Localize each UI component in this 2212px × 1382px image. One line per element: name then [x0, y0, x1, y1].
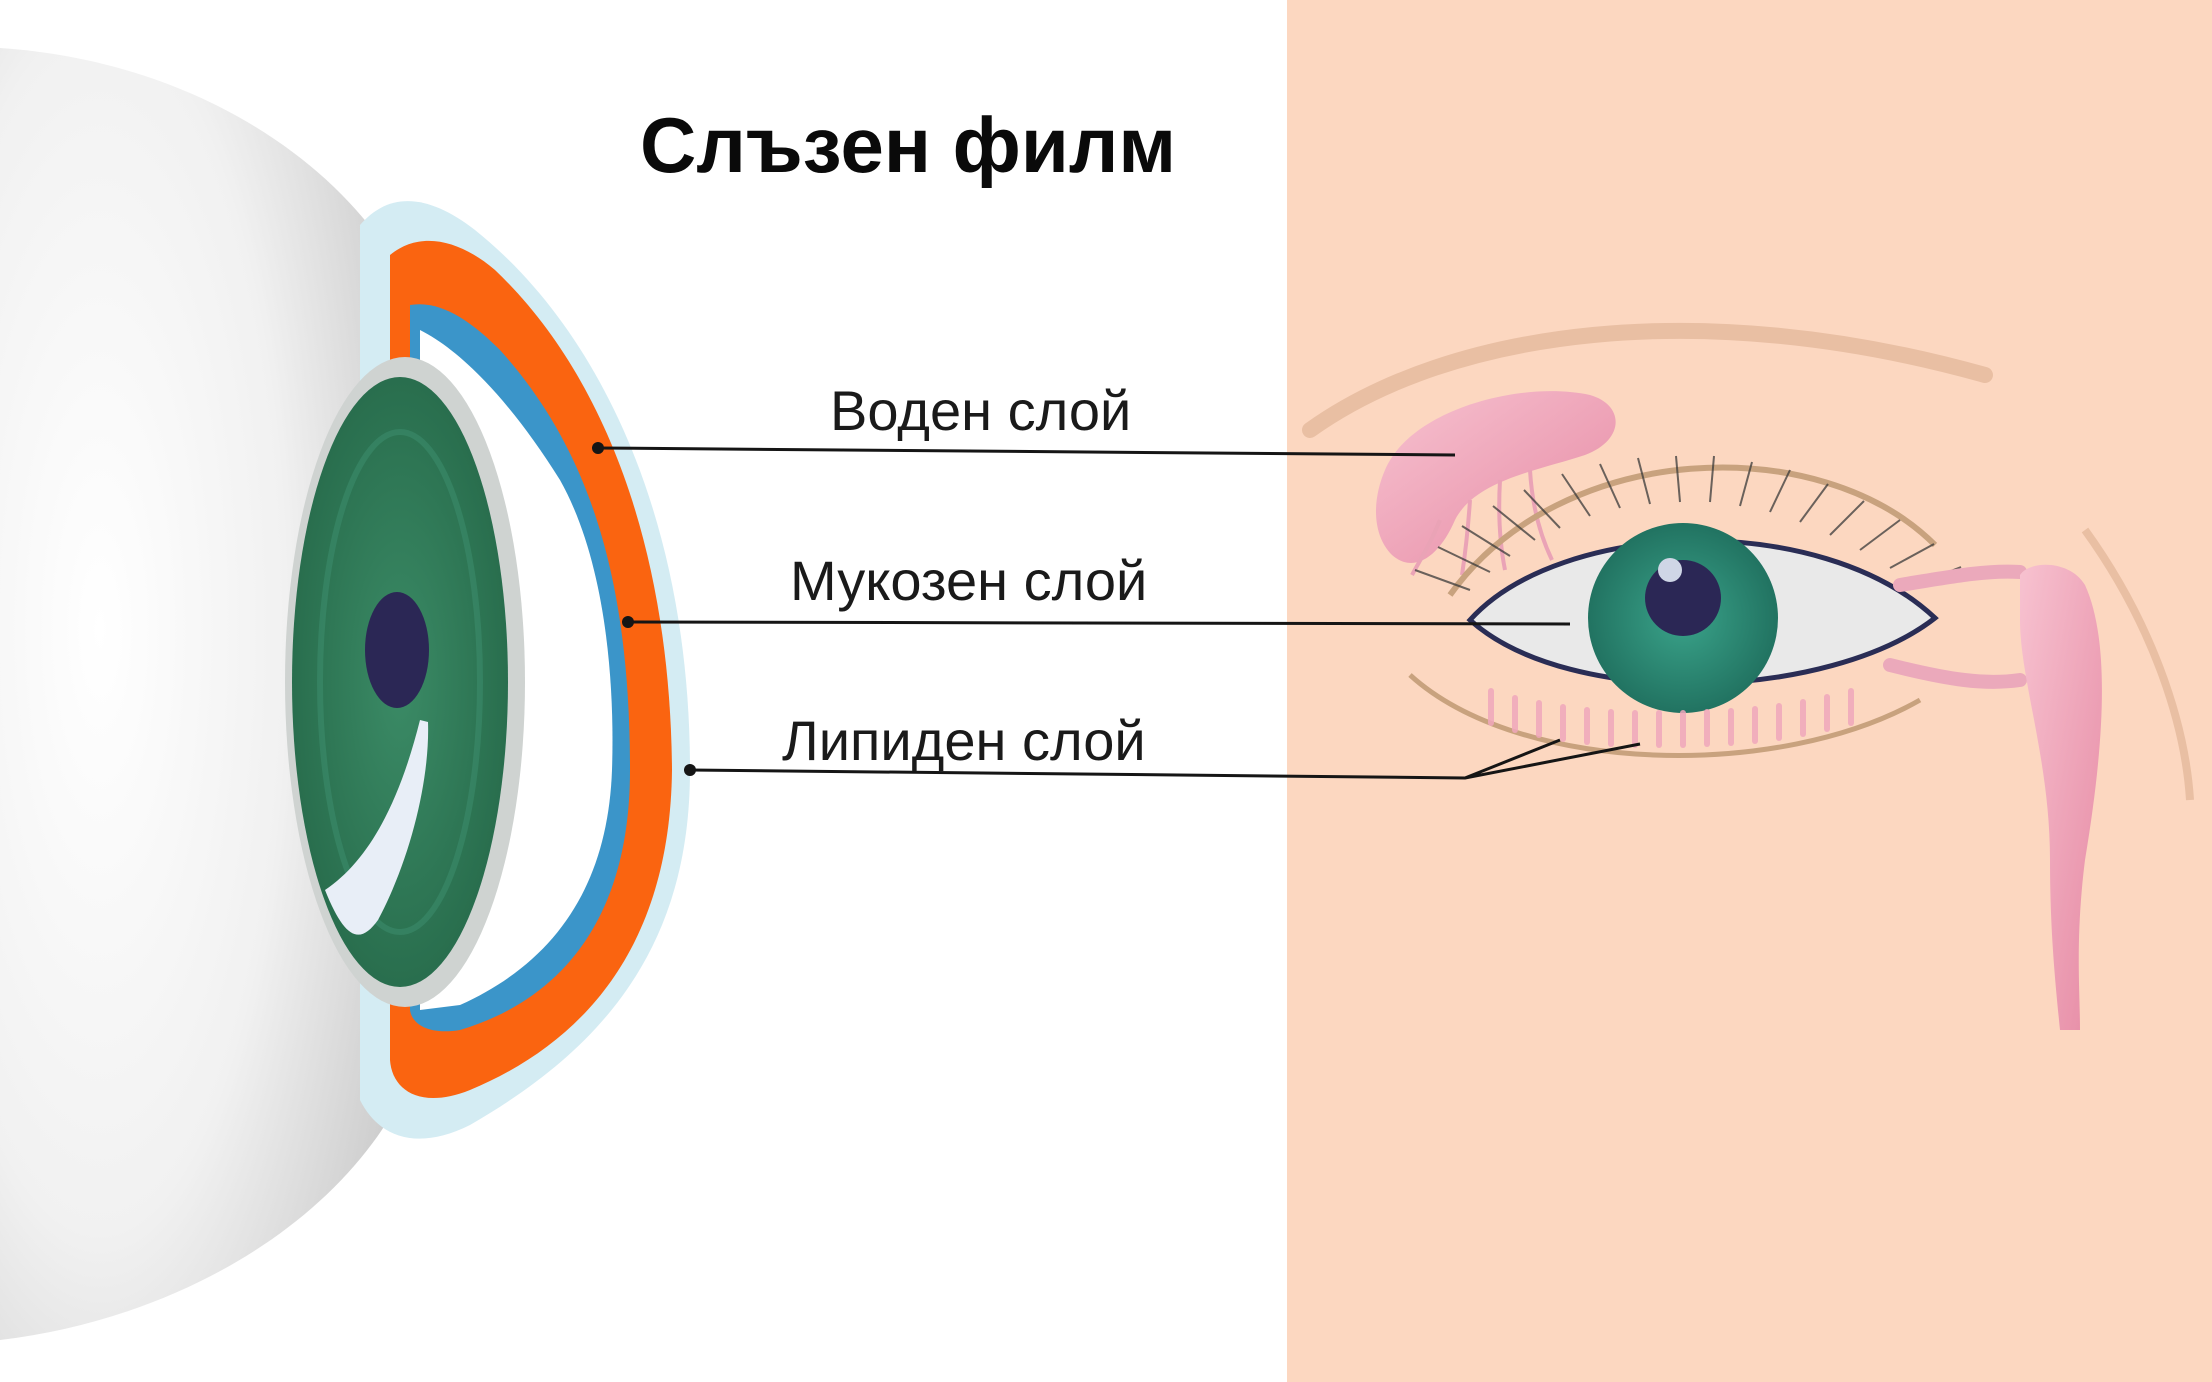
- leader-lines: [597, 446, 1641, 780]
- eyebrow: [1302, 322, 1993, 438]
- iris-highlight: [325, 720, 429, 935]
- leader-dots: [592, 442, 696, 776]
- frontal-eye: [1302, 322, 2194, 1030]
- label-water-layer: Воден слой: [830, 379, 1132, 442]
- tear-duct-channels: [1883, 564, 2027, 689]
- upper-eyelid: [1447, 464, 1938, 597]
- meibomian-glands: [1488, 688, 1854, 748]
- frontal-pupil: [1645, 560, 1721, 636]
- lacrimal-sac: [2020, 564, 2102, 1030]
- pupil: [365, 592, 429, 708]
- leader-line-lipid: [689, 738, 1641, 780]
- leader-line-mucin: [627, 620, 1571, 626]
- lower-eyelid: [1408, 673, 1922, 758]
- eyeball: [0, 48, 400, 1340]
- label-lipid-layer: Липиден слой: [782, 709, 1146, 772]
- label-mucin-layer: Мукозен слой: [790, 549, 1148, 612]
- cheek-contour: [2081, 527, 2194, 801]
- lacrimal-gland: [1375, 391, 1616, 563]
- diagram-title: Слъзен филм: [640, 101, 1177, 189]
- frontal-highlight: [1658, 558, 1682, 582]
- iris-inner: [317, 429, 483, 935]
- eyeball-cross-section: [0, 48, 690, 1340]
- leader-line-water: [597, 446, 1456, 457]
